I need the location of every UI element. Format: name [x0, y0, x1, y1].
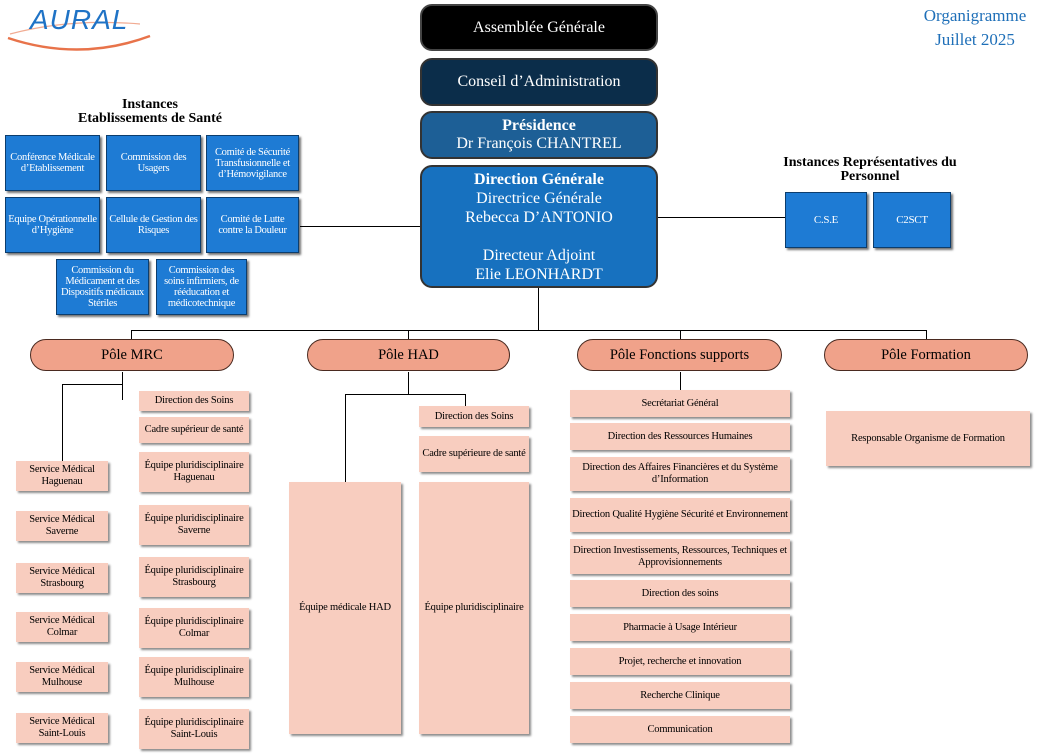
mrc-service-strasbourg: Service Médical Strasbourg: [16, 563, 108, 593]
presidence-name: Dr François CHANTREL: [456, 135, 622, 152]
page-date: Juillet 2025: [935, 30, 1015, 49]
mrc-service-haguenau: Service Médical Haguenau: [16, 461, 108, 491]
fs-pharmacie: Pharmacie à Usage Intérieur: [570, 614, 790, 641]
fs-direction-soins: Direction des soins: [570, 580, 790, 607]
instances-etab-heading: Instances Etablissements de Santé: [78, 97, 222, 126]
mrc-service-colmar: Service Médical Colmar: [16, 612, 108, 642]
mrc-service-saint-louis: Service Médical Saint-Louis: [16, 713, 108, 743]
fs-qhse: Direction Qualité Hygiène Sécurité et En…: [570, 498, 790, 532]
instance-c2sct: C2SCT: [873, 192, 951, 248]
had-equipe-pluridisciplinaire: Équipe pluridisciplinaire: [419, 482, 529, 734]
da-role: Directeur Adjoint: [482, 246, 596, 264]
instance-clud: Comité de Lutte contre la Douleur: [206, 197, 299, 253]
logo-swoosh: [7, 21, 151, 51]
had-equipe-medicale: Équipe médicale HAD: [289, 482, 401, 734]
mrc-equipe-saverne: Équipe pluridisciplinaire Saverne: [139, 505, 249, 545]
fs-projet-recherche: Projet, recherche et innovation: [570, 648, 790, 675]
presidence-box: Présidence Dr François CHANTREL: [420, 111, 658, 159]
fs-drh: Direction des Ressources Humaines: [570, 423, 790, 450]
had-cadre-superieure: Cadre supérieure de santé: [419, 436, 529, 472]
pole-formation: Pôle Formation: [824, 339, 1028, 371]
mrc-equipe-strasbourg: Équipe pluridisciplinaire Strasbourg: [139, 557, 249, 597]
instance-comedims: Commission du Médicament et des Disposit…: [56, 259, 149, 315]
instance-cdu: Commission des Usagers: [106, 135, 201, 191]
fs-recherche-clinique: Recherche Clinique: [570, 682, 790, 709]
mrc-equipe-colmar: Équipe pluridisciplinaire Colmar: [139, 608, 249, 648]
instances-perso-heading: Instances Représentatives du Personnel: [783, 155, 957, 184]
assemblee-generale-box: Assemblée Générale: [420, 4, 658, 51]
mrc-service-saverne: Service Médical Saverne: [16, 511, 108, 541]
pole-mrc: Pôle MRC: [30, 339, 234, 371]
logo-text: AURAL: [30, 4, 129, 35]
formation-responsable: Responsable Organisme de Formation: [826, 411, 1030, 466]
mrc-equipe-mulhouse: Équipe pluridisciplinaire Mulhouse: [139, 657, 249, 697]
aural-logo: AURAL: [0, 0, 160, 52]
presidence-title: Présidence: [502, 117, 576, 134]
mrc-cadre-superieur: Cadre supérieur de santé: [139, 417, 249, 443]
dg-title: Direction Générale: [474, 170, 604, 188]
instance-cme: Conférence Médicale d’Etablissement: [5, 135, 100, 191]
had-direction-soins: Direction des Soins: [419, 406, 529, 427]
mrc-direction-soins: Direction des Soins: [139, 391, 249, 411]
fs-communication: Communication: [570, 716, 790, 743]
page-title: Organigramme: [923, 6, 1027, 25]
fs-daf-si: Direction des Affaires Financières et du…: [570, 457, 790, 491]
instance-csth: Comité de Sécurité Transfusionnelle et d…: [206, 135, 299, 191]
mrc-equipe-saint-louis: Équipe pluridisciplinaire Saint-Louis: [139, 709, 249, 749]
pole-had: Pôle HAD: [307, 339, 510, 371]
dg-name: Rebecca D’ANTONIO: [465, 208, 613, 226]
mrc-equipe-haguenau: Équipe pluridisciplinaire Haguenau: [139, 452, 249, 492]
instance-csirmt: Commission des soins infirmiers, de rééd…: [156, 259, 247, 315]
instance-eoh: Equipe Opérationnelle d’Hygiène: [5, 197, 100, 253]
mrc-service-mulhouse: Service Médical Mulhouse: [16, 662, 108, 692]
fs-secretariat-general: Secrétariat Général: [570, 390, 790, 417]
fs-investissements: Direction Investissements, Ressources, T…: [570, 539, 790, 574]
direction-generale-box: Direction Générale Directrice Générale R…: [420, 165, 658, 288]
pole-fonctions-supports: Pôle Fonctions supports: [577, 339, 782, 371]
dg-role: Directrice Générale: [476, 189, 602, 207]
instance-cgr: Cellule de Gestion des Risques: [106, 197, 201, 253]
da-name: Elie LEONHARDT: [475, 265, 603, 283]
conseil-administration-box: Conseil d’Administration: [420, 58, 658, 106]
instance-cse: C.S.E: [785, 192, 867, 248]
